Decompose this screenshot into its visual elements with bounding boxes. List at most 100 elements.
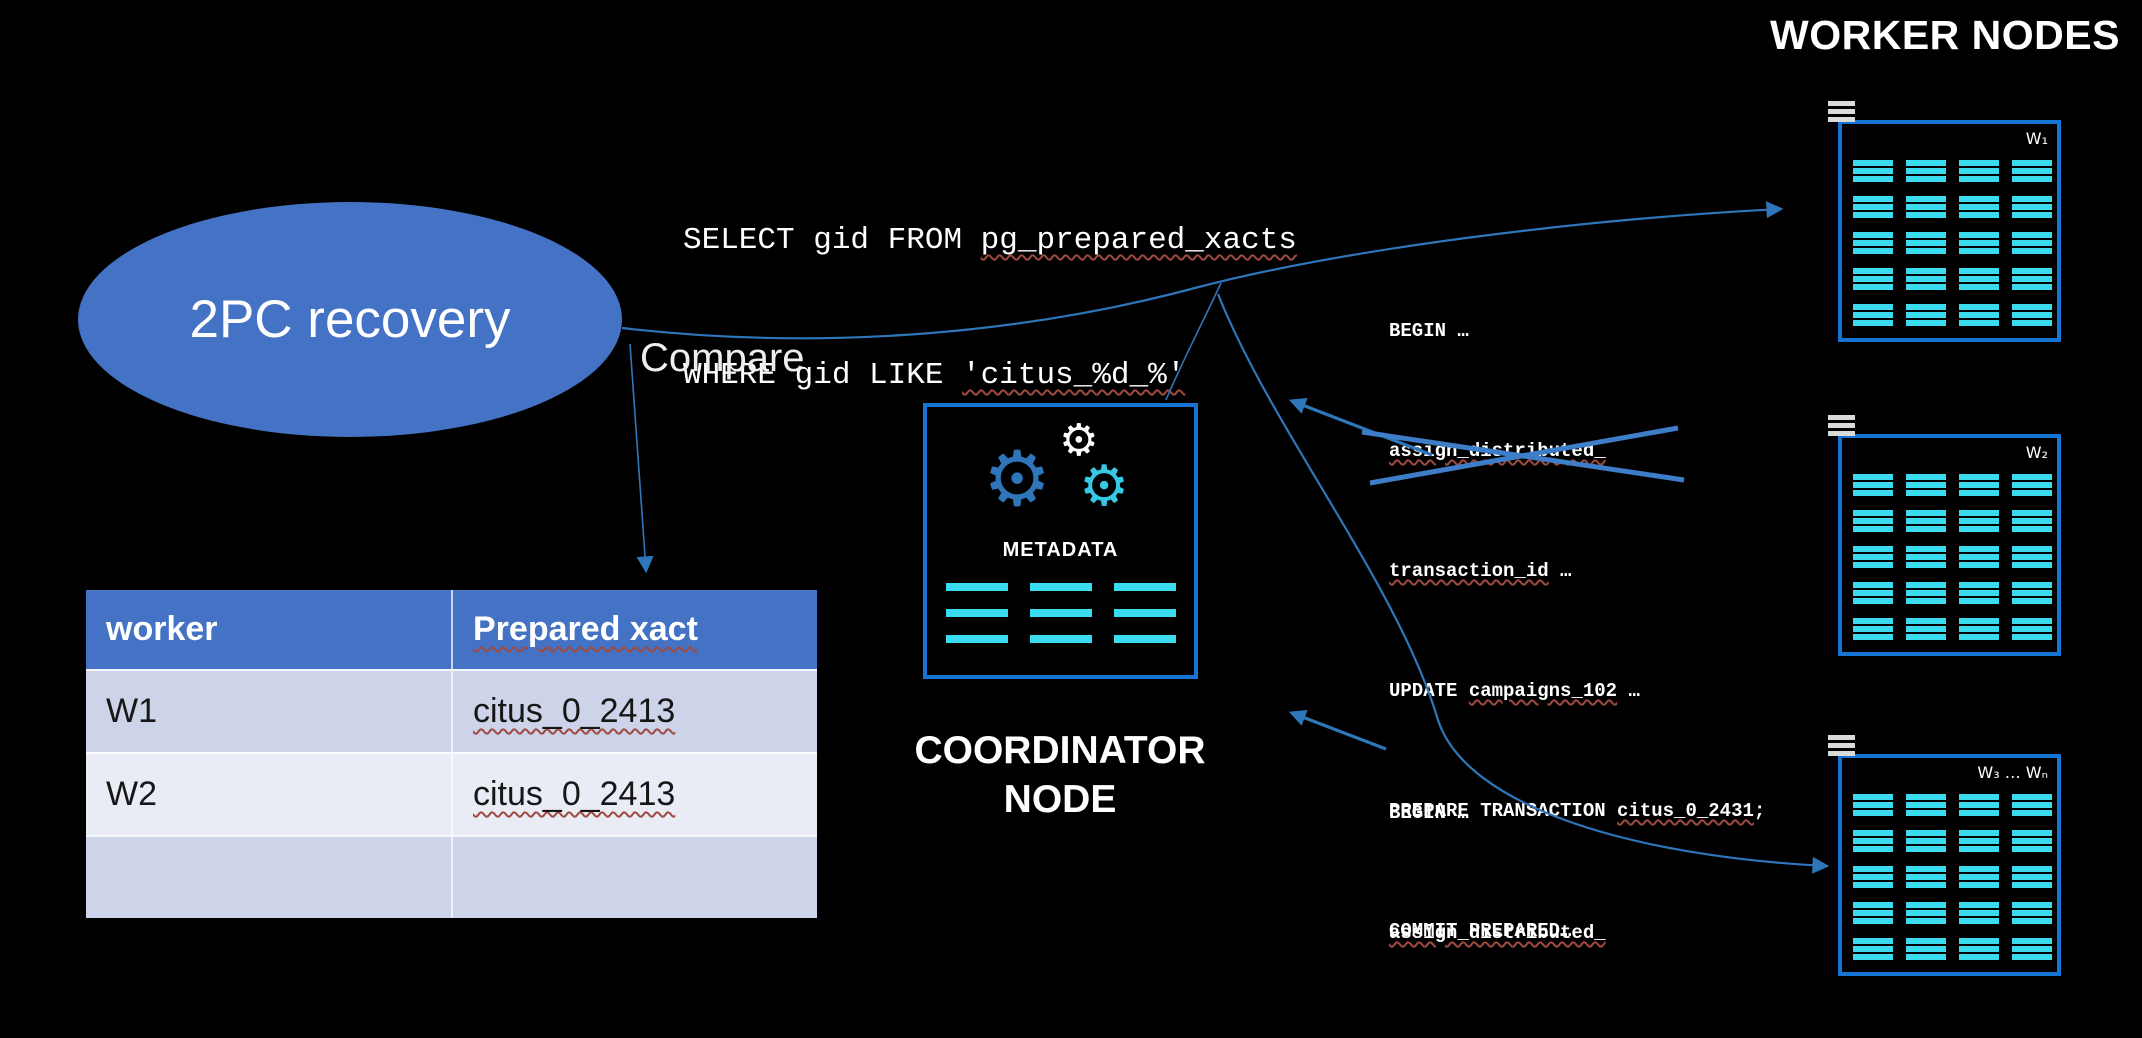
worker-node-label: W₁ [2025, 129, 2048, 148]
shard-icon [1959, 304, 1999, 326]
code-line: transaction_id … [1389, 1033, 1765, 1038]
shard-icon [1906, 304, 1946, 326]
shard-icon [1906, 938, 1946, 960]
server-icon [1828, 735, 1855, 759]
table-cell [86, 837, 451, 918]
gear-icon: ⚙ [1059, 415, 1099, 466]
shard-icon [1906, 794, 1946, 816]
coordinator-node-box: ⚙ ⚙ ⚙ METADATA [923, 403, 1198, 679]
code-text: … [1548, 560, 1572, 582]
table-row [86, 835, 817, 918]
arrow-bottom-log-to-coordinator [1288, 709, 1387, 751]
table-cell: W2 [86, 754, 451, 835]
code-line-crossed-out: COMMIT PREPARED… [1389, 911, 1765, 951]
shard-icon [1906, 830, 1946, 852]
coordinator-title-line1: COORDINATOR [914, 729, 1206, 772]
shard-icon [1853, 618, 1893, 640]
shard-icon [2012, 902, 2052, 924]
code-token: campaigns_102 [1468, 680, 1618, 702]
table-row: W1 citus_0_2413 [86, 669, 817, 752]
server-icon [1828, 415, 1855, 439]
shard-icon [1853, 794, 1893, 816]
shard-icon [1959, 830, 1999, 852]
shard-icon [2012, 546, 2052, 568]
code-text: BEGIN … [1389, 320, 1469, 342]
code-line: BEGIN … [1389, 311, 1765, 351]
shard-icon [1959, 546, 1999, 568]
shard-icon [1853, 830, 1893, 852]
shard-icon [1959, 160, 1999, 182]
gears-icon: ⚙ ⚙ ⚙ [927, 415, 1194, 540]
shard-icon [1853, 160, 1893, 182]
shard-icon [2012, 582, 2052, 604]
sql-text: SELECT gid FROM [683, 223, 981, 258]
metadata-line [945, 609, 1008, 617]
sql-token: 'citus_%d_%' [962, 358, 1186, 393]
shard-icon [1853, 938, 1893, 960]
shard-icon [1853, 196, 1893, 218]
shard-icon [1959, 582, 1999, 604]
shard-icon [1959, 866, 1999, 888]
metadata-line [1113, 609, 1176, 617]
sql-token: pg_prepared_xacts [980, 223, 1297, 258]
shard-grid [1853, 160, 2052, 326]
shard-icon [1906, 474, 1946, 496]
metadata-line [1029, 609, 1092, 617]
worker-nodes-title: WORKER NODES [1770, 12, 2120, 58]
shard-icon [1906, 268, 1946, 290]
shard-icon [2012, 196, 2052, 218]
table-row: W2 citus_0_2413 [86, 752, 817, 835]
metadata-lines [945, 583, 1176, 643]
code-token: assign_distributed_ [1389, 440, 1606, 462]
code-line: BEGIN … [1389, 793, 1765, 833]
shard-icon [1959, 510, 1999, 532]
gear-icon: ⚙ [1079, 454, 1130, 519]
shard-grid [1853, 794, 2052, 960]
shard-icon [2012, 618, 2052, 640]
compare-label: Compare [640, 336, 805, 380]
shard-icon [1853, 902, 1893, 924]
shard-icon [1853, 268, 1893, 290]
shard-icon [1906, 582, 1946, 604]
shard-icon [1853, 304, 1893, 326]
metadata-label: METADATA [1002, 539, 1119, 561]
table-header-prepared-xact: Prepared xact [451, 590, 817, 669]
shard-icon [2012, 830, 2052, 852]
table-cell: W1 [86, 671, 451, 752]
table-cell-text: citus_0_2413 [473, 692, 676, 730]
table-cell: citus_0_2413 [451, 671, 817, 752]
table-header-label: worker [106, 610, 218, 648]
shard-icon [1959, 268, 1999, 290]
shard-icon [1906, 160, 1946, 182]
shard-icon [2012, 268, 2052, 290]
code-line: UPDATE campaigns_102 … [1389, 671, 1765, 711]
metadata-line [1113, 635, 1176, 643]
code-line: assign_distributed_ [1389, 431, 1765, 471]
metadata-line [1029, 583, 1092, 591]
table-header-row: worker Prepared xact [86, 590, 817, 669]
gear-icon: ⚙ [983, 434, 1052, 523]
worker-node-w2: W₂ [1828, 415, 2061, 656]
shard-icon [1959, 196, 1999, 218]
worker-node-label: W₂ [2025, 443, 2048, 462]
server-icon [1828, 101, 1855, 125]
shard-icon [1959, 474, 1999, 496]
shard-icon [1959, 618, 1999, 640]
shard-icon [2012, 510, 2052, 532]
coordinator-title-line2: NODE [1003, 778, 1117, 821]
shard-icon [1906, 546, 1946, 568]
shard-icon [1853, 546, 1893, 568]
table-header-worker: worker [86, 590, 451, 669]
shard-icon [2012, 232, 2052, 254]
shard-icon [1853, 866, 1893, 888]
code-token: assign_distributed_ [1389, 922, 1606, 944]
code-token: transaction_id [1389, 560, 1549, 582]
code-line: assign_distributed_ [1389, 913, 1765, 953]
code-text: COMMIT PREPARED… [1389, 920, 1572, 942]
2pc-recovery-label: 2PC recovery [189, 290, 511, 349]
shard-icon [1906, 618, 1946, 640]
table-cell-text: citus_0_2413 [473, 775, 676, 813]
